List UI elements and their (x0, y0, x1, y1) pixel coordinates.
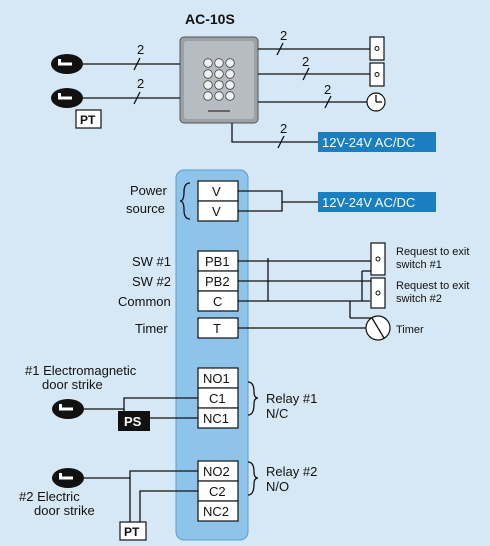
brace (179, 182, 191, 220)
key-icon-1 (51, 54, 83, 74)
clock-icon-timer (365, 315, 391, 341)
keypad-icon (179, 36, 259, 124)
em-strike-label: door strike (42, 377, 103, 392)
terminal-pb2: PB2 (205, 274, 230, 289)
timer-label: Timer (135, 321, 168, 336)
rte2-label: switch #2 (396, 293, 442, 305)
terminal-c: C (213, 294, 222, 309)
terminal-v2: V (212, 204, 221, 219)
switch-icon (369, 62, 385, 87)
terminal-no1: NO1 (203, 371, 230, 386)
rte2-label: Request to exit (396, 280, 469, 292)
brace (247, 381, 259, 416)
wire-count: 2 (280, 28, 287, 43)
switch-icon-rte2 (370, 277, 386, 309)
sw1-label: SW #1 (132, 254, 171, 269)
relay1-label: Relay #1 (266, 391, 317, 406)
terminal-c2: C2 (209, 484, 226, 499)
power-box-bottom (318, 192, 436, 212)
rte1-label: switch #1 (396, 259, 442, 271)
timer-right-label: Timer (396, 324, 424, 336)
terminal-t: T (213, 321, 221, 336)
terminal-no2: NO2 (203, 464, 230, 479)
relay1-label: N/C (266, 406, 288, 421)
key-icon-2 (51, 88, 83, 108)
key-icon-3 (52, 399, 84, 419)
wire-count: 2 (137, 42, 144, 57)
power-box-top (318, 132, 436, 152)
rte1-label: Request to exit (396, 246, 469, 258)
power-source-label: source (126, 201, 165, 216)
power-label-bottom: 12V-24V AC/DC (322, 195, 415, 210)
wire-count: 2 (137, 76, 144, 91)
em-strike-label: #1 Electromagnetic (25, 363, 137, 378)
pt-box-2 (119, 521, 147, 541)
wire-count: 2 (280, 121, 287, 136)
terminal-pb1: PB1 (205, 254, 230, 269)
sw2-label: SW #2 (132, 274, 171, 289)
relay2-label: Relay #2 (266, 464, 317, 479)
common-label: Common (118, 294, 171, 309)
pt-label-2: PT (124, 525, 140, 539)
ps-label: PS (124, 414, 142, 429)
terminal-nc1: NC1 (203, 411, 229, 426)
terminal-v1: V (212, 184, 221, 199)
terminal-nc2: NC2 (203, 504, 229, 519)
ps-box (118, 411, 150, 431)
key-icon-4 (52, 468, 84, 488)
es-strike-label: door strike (34, 503, 95, 518)
switch-icon-rte1 (370, 242, 386, 276)
wire-count: 2 (302, 54, 309, 69)
clock-icon (366, 92, 386, 112)
brace (247, 461, 259, 496)
power-source-label: Power (130, 183, 168, 198)
es-strike-label: #2 Electric (19, 489, 80, 504)
model-title: AC-10S (185, 11, 235, 27)
power-label-top: 12V-24V AC/DC (322, 135, 415, 150)
switch-icon (369, 36, 385, 61)
terminal-c1: C1 (209, 391, 226, 406)
wire-count: 2 (324, 82, 331, 97)
pt-box (75, 109, 102, 129)
relay2-label: N/O (266, 479, 289, 494)
pt-label: PT (80, 113, 96, 127)
